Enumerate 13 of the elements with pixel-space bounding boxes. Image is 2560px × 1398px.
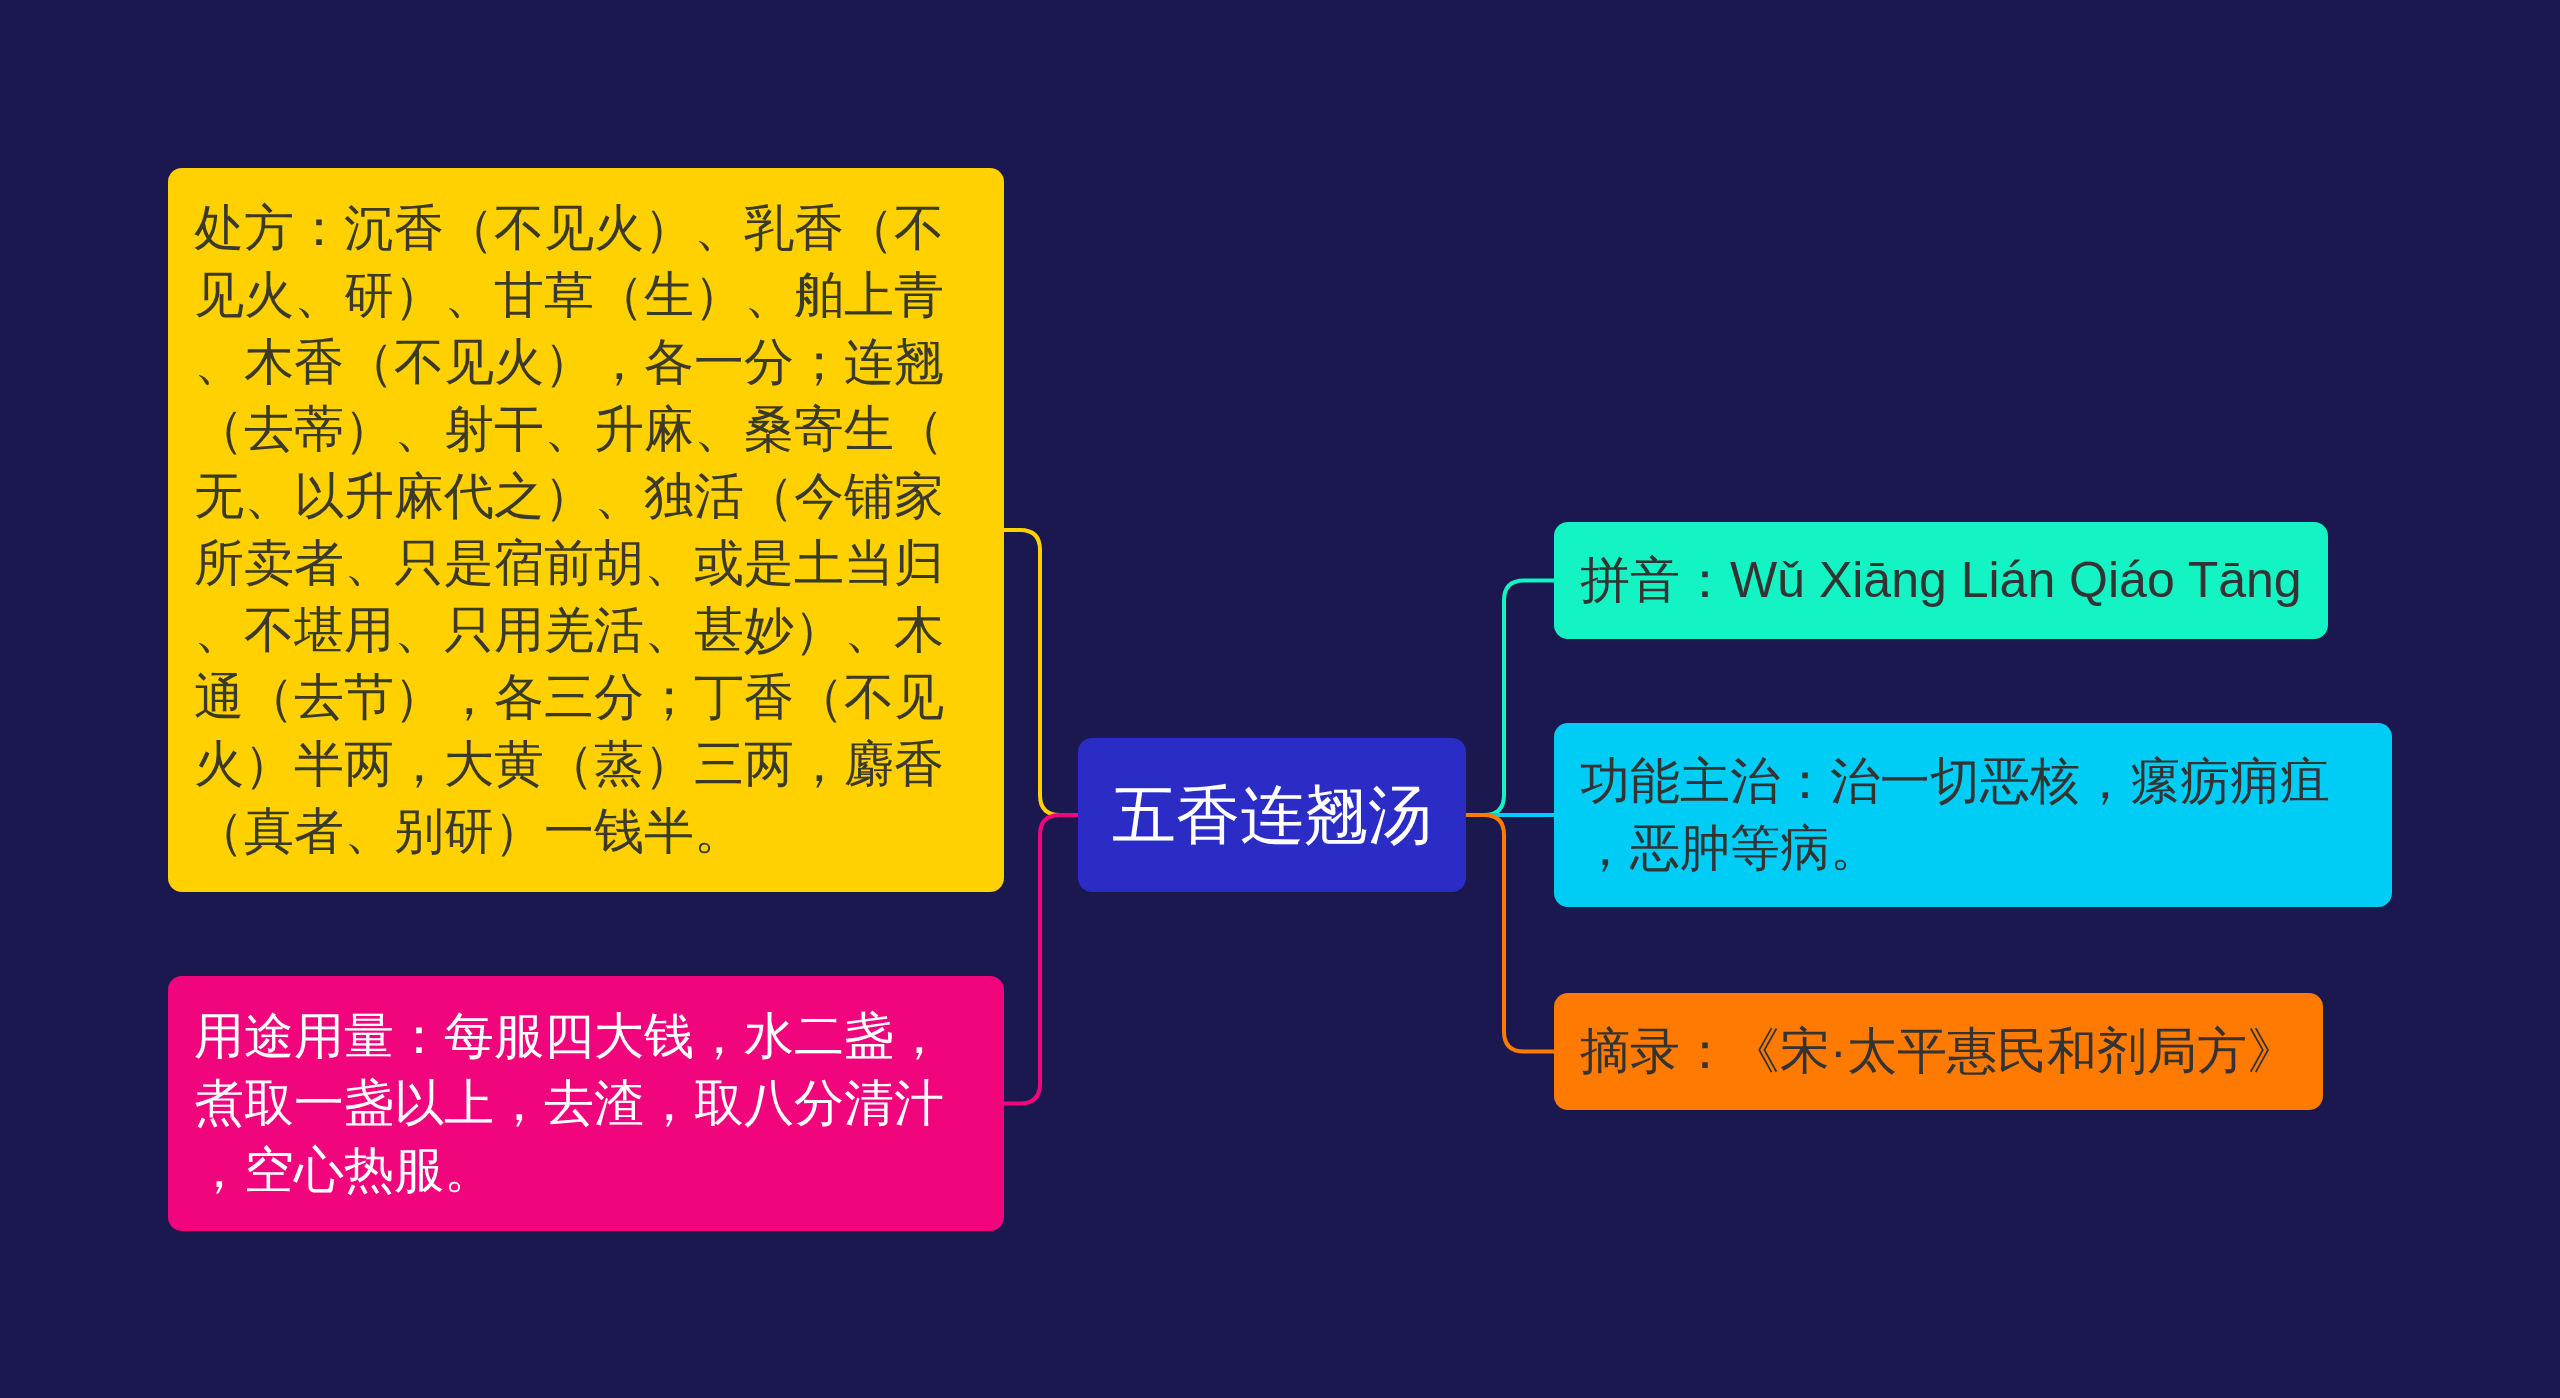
topic-text: 用途用量：每服四大钱，水二盏，煮取一盏以上，去渣，取八分清汁，空心热服。 [194, 1007, 945, 1200]
topic-box [1554, 993, 2323, 1110]
topic-text: 功能主治：治一切恶核，瘰疬痈疽，恶肿等病。 [1580, 752, 2331, 878]
central-topic-text: 五香连翘汤 [1112, 778, 1432, 853]
topic-text: 拼音：Wǔ Xiāng Lián Qiáo Tāng [1580, 551, 2302, 610]
topic-box [168, 976, 1004, 1231]
topic-box [168, 168, 1004, 892]
topic-text: 处方：沉香（不见火）、乳香（不见火、研）、甘草（生）、舶上青、木香（不见火），各一分；连翘（去蒂）、射干、升麻、桑寄生（无、以升麻代之）、独活（今铺家所卖者、只是宿前胡、或是土当归、不堪用、只用羌活、甚妙）、木通（去节），各三分；丁香（不见火）半两，大黄（蒸）三两，麝香（真者、别研）一钱半。 [194, 199, 945, 861]
connector-line [1466, 813, 1554, 1054]
topic-box [1554, 522, 2328, 639]
topic-box [1554, 723, 2392, 907]
central-topic-box [1078, 738, 1466, 892]
topic-text: 摘录：《宋·太平惠民和剂局方》 [1580, 1022, 2297, 1081]
